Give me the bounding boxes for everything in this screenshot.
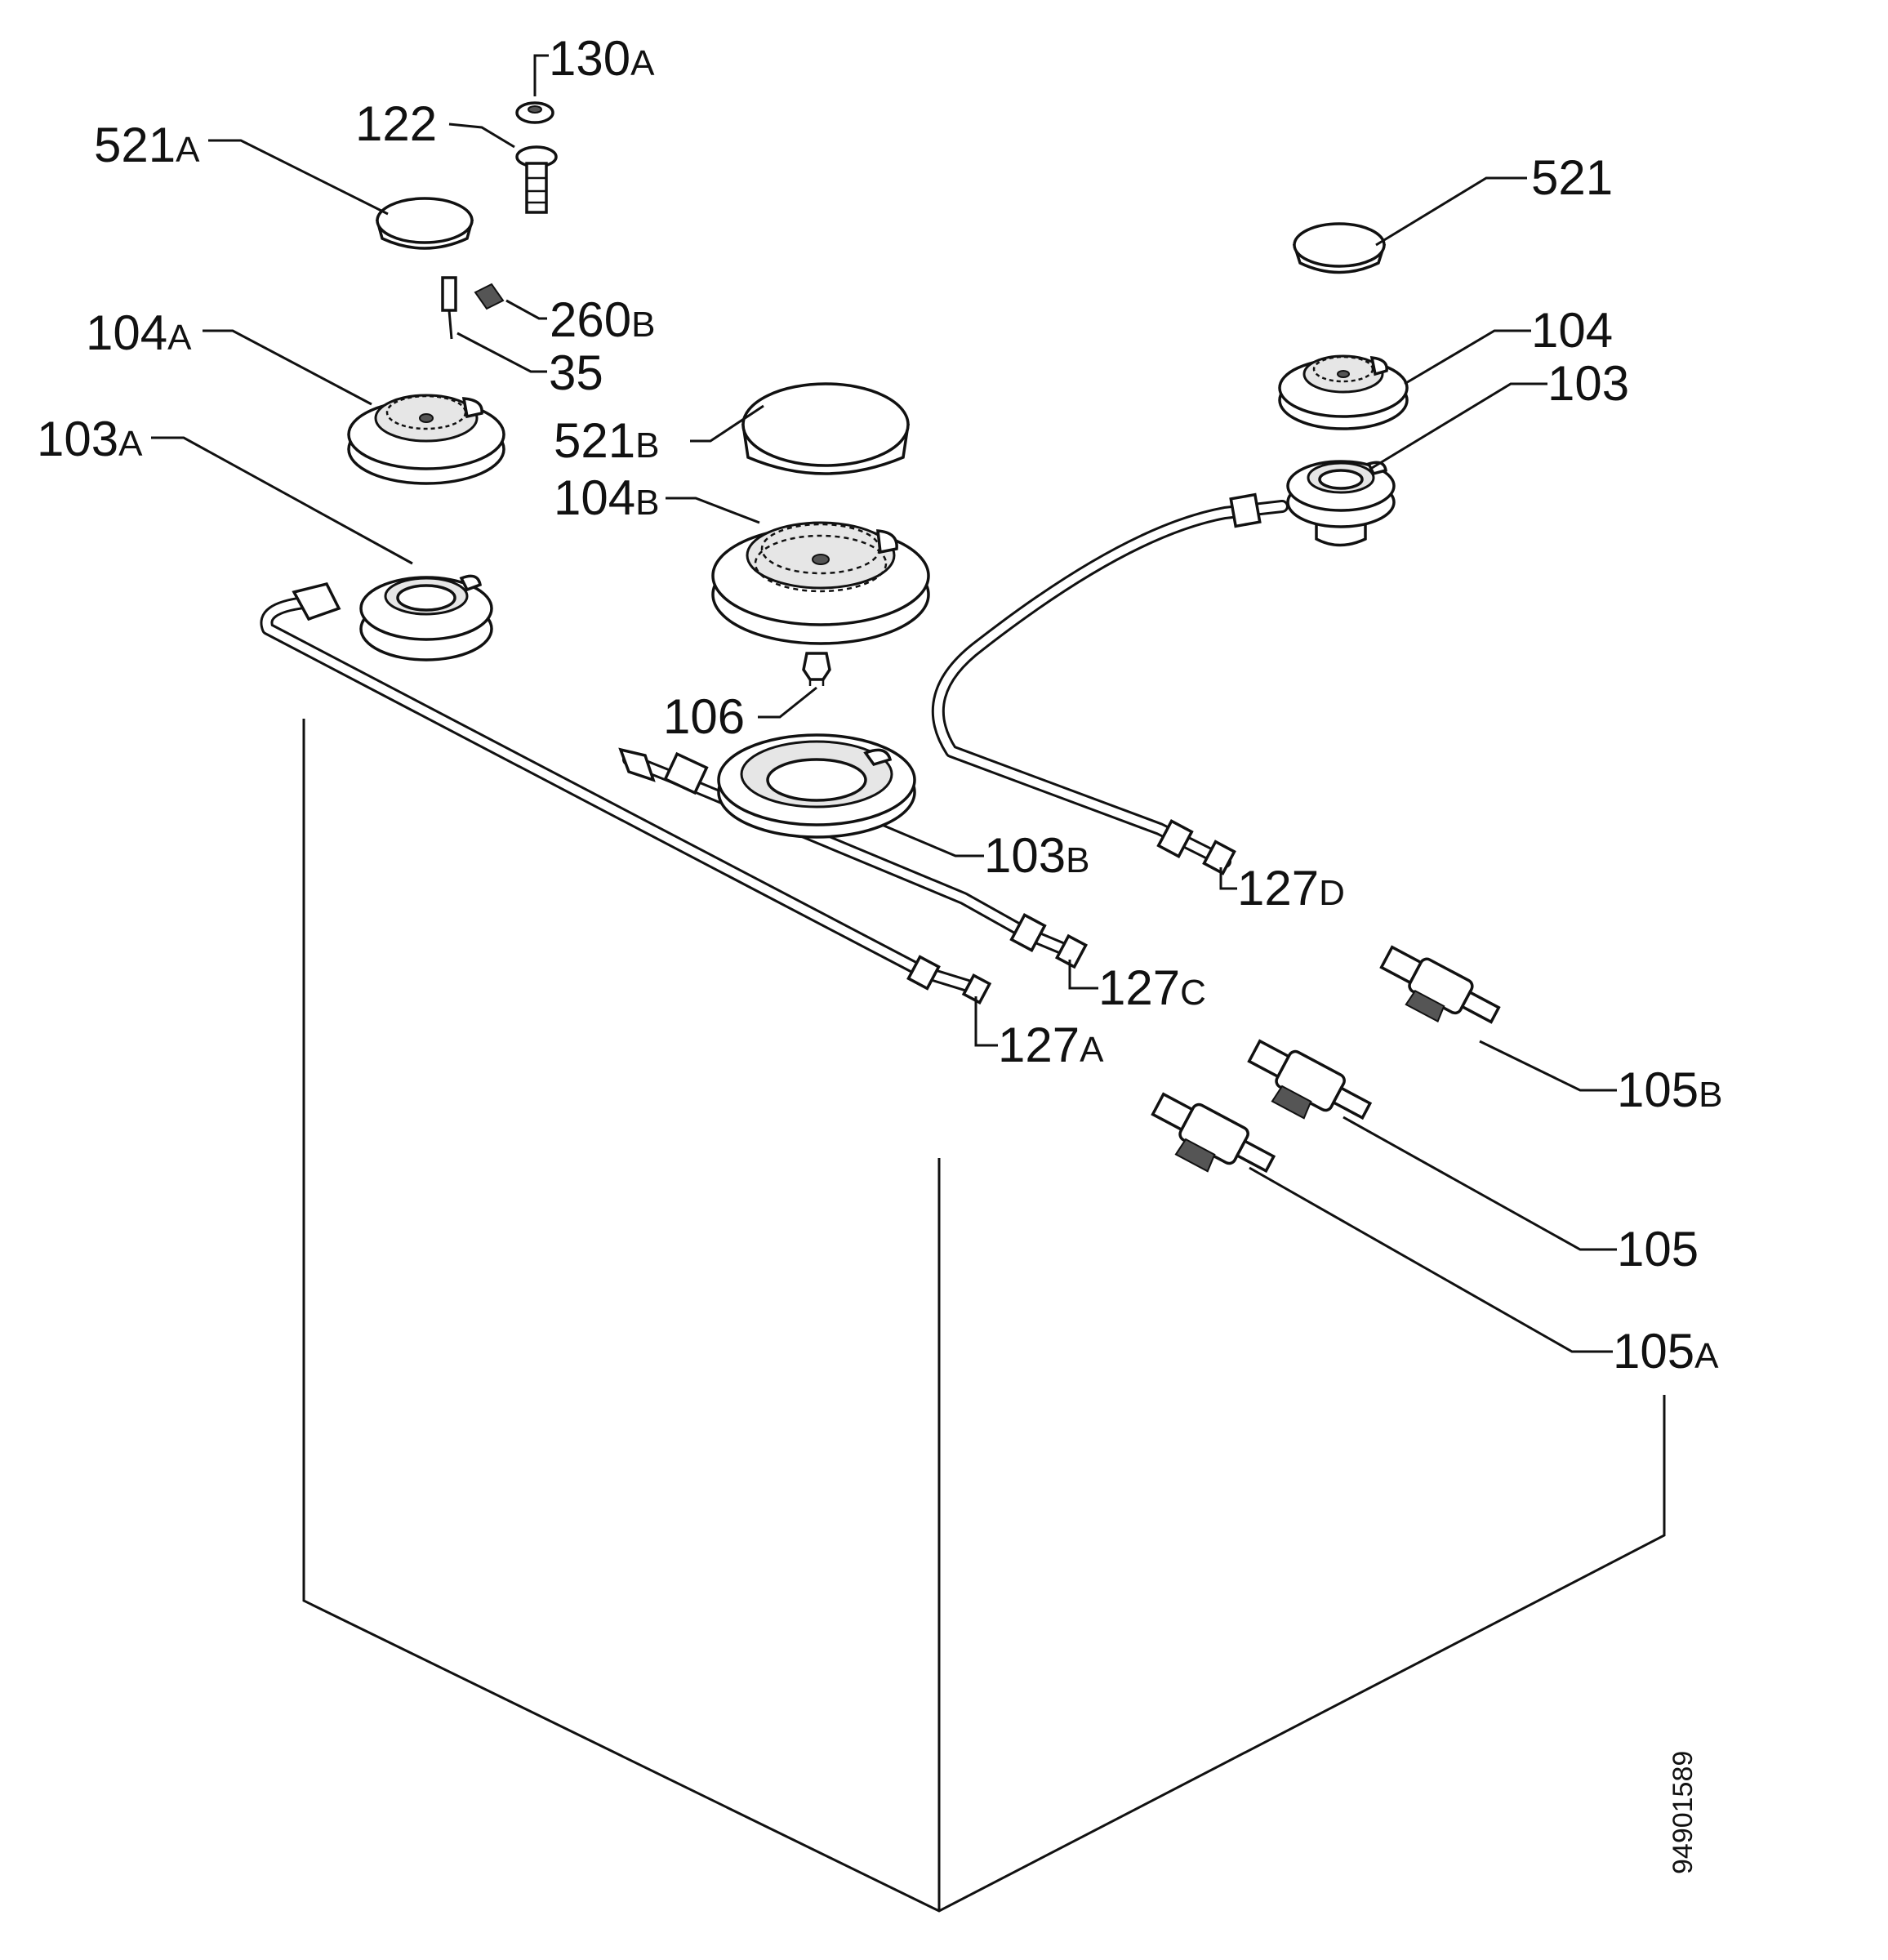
label-521A: 521A <box>94 118 200 172</box>
label-104B: 104B <box>554 470 659 525</box>
label-103A: 103A <box>37 412 143 466</box>
gas-valve-105B <box>1379 945 1501 1024</box>
label-521: 521 <box>1531 150 1613 205</box>
label-105A: 105A <box>1613 1324 1719 1379</box>
drawing-code: 94901589 <box>1668 1751 1699 1874</box>
gas-pipe-127D <box>931 492 1289 875</box>
gas-valve-105A <box>1151 1092 1276 1174</box>
leader-lines <box>151 54 1617 1353</box>
label-105B: 105B <box>1617 1062 1722 1117</box>
clip-260B <box>474 283 505 310</box>
label-260B: 260B <box>550 292 655 347</box>
burner-cap-521 <box>1292 222 1387 274</box>
label-521B: 521B <box>554 413 659 468</box>
burner-base-103 <box>1286 460 1396 547</box>
gas-valve-105 <box>1247 1039 1373 1120</box>
label-104A: 104A <box>86 305 192 360</box>
label-105: 105 <box>1617 1222 1699 1276</box>
burner-cap-521B <box>741 382 910 475</box>
burner-cap-521A <box>375 197 474 250</box>
injector-106 <box>802 652 831 686</box>
label-103B: 103B <box>984 828 1089 883</box>
burner-crown-104A <box>347 394 505 485</box>
gas-pipe-127A <box>260 581 992 1005</box>
label-130A: 130A <box>549 31 655 86</box>
label-127C: 127C <box>1098 960 1206 1015</box>
label-103: 103 <box>1547 356 1629 411</box>
gas-pipe-127C <box>618 747 1089 969</box>
label-104: 104 <box>1531 303 1613 358</box>
burner-crown-104 <box>1278 354 1409 430</box>
burner-base-103A <box>359 574 493 662</box>
part-labels: 130A 122 521A 521 260B 35 104A 104 103 5… <box>37 31 1722 1379</box>
label-127D: 127D <box>1237 861 1345 915</box>
label-127A: 127A <box>998 1018 1104 1072</box>
cabinet-outline <box>302 719 1666 1913</box>
thermocouple-122 <box>515 145 558 214</box>
label-122: 122 <box>355 96 437 151</box>
electrode-35 <box>441 276 457 340</box>
label-35: 35 <box>549 345 603 400</box>
label-106: 106 <box>663 689 745 744</box>
burner-crown-104B <box>711 521 930 645</box>
nut-130A <box>515 101 554 124</box>
burner-base-103B <box>717 733 916 839</box>
